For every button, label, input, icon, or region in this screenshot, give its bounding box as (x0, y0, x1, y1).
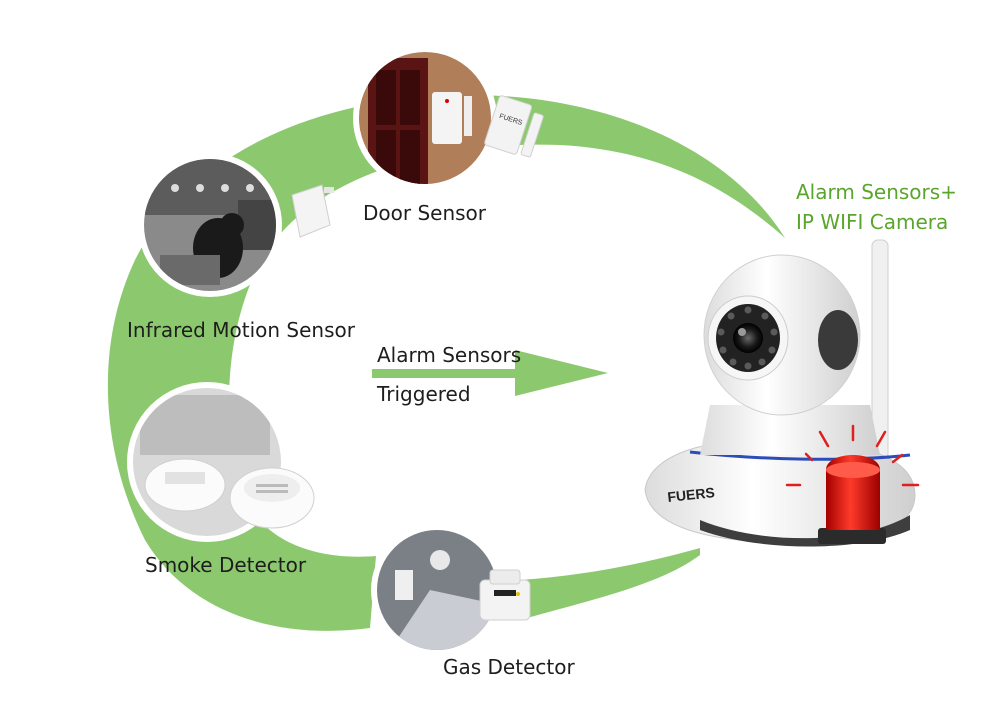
gas-detector-label: Gas Detector (443, 655, 575, 679)
door-sensor-photo: FUERS (353, 46, 544, 190)
brand-logo: FUERS (667, 484, 716, 505)
smoke-detector-label: Smoke Detector (145, 553, 307, 577)
motion-sensor-photo (138, 153, 334, 297)
title-line-1: Alarm Sensors+ (796, 180, 957, 204)
flow-label-line-2: Triggered (377, 382, 471, 406)
smoke-detector-photo (127, 382, 315, 542)
motion-sensor-label: Infrared Motion Sensor (127, 318, 355, 342)
siren-icon (785, 424, 920, 544)
title-line-2: IP WIFI Camera (796, 210, 949, 234)
door-sensor-label: Door Sensor (363, 201, 487, 225)
flow-band-tail (520, 548, 700, 620)
trigger-arrow (372, 350, 608, 396)
flow-label-line-1: Alarm Sensors (377, 343, 522, 367)
gas-detector-photo (371, 524, 531, 656)
